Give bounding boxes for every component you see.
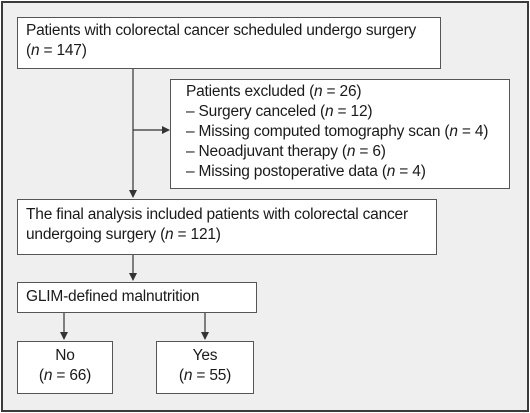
analysis-count: undergoing surgery (n = 121) (26, 226, 221, 243)
excluded-item: – Surgery canceled (n = 12) (186, 103, 373, 120)
no-malnutrition-box: No (n = 66) (17, 341, 113, 394)
enrolled-count: (n = 147) (26, 42, 87, 59)
excluded-title: Patients excluded (n = 26) (186, 83, 362, 100)
glim-malnutrition-box: GLIM-defined malnutrition (17, 282, 257, 313)
yes-label: Yes (192, 347, 218, 364)
no-label: No (55, 347, 75, 364)
no-count: (n = 66) (38, 367, 92, 384)
enrolled-title: Patients with colorectal cancer schedule… (26, 22, 417, 39)
excluded-item: – Neoadjuvant therapy (n = 6) (186, 143, 386, 160)
glim-label: GLIM-defined malnutrition (26, 288, 200, 305)
excluded-item: – Missing postoperative data (n = 4) (186, 163, 426, 180)
analysis-title: The final analysis included patients wit… (26, 206, 408, 223)
excluded-item: – Missing computed tomography scan (n = … (186, 123, 489, 140)
final-analysis-box: The final analysis included patients wit… (17, 199, 437, 255)
yes-count: (n = 55) (178, 367, 232, 384)
yes-malnutrition-box: Yes (n = 55) (156, 341, 254, 394)
enrolled-patients-box: Patients with colorectal cancer schedule… (17, 17, 441, 69)
excluded-patients-box: Patients excluded (n = 26) – Surgery can… (170, 79, 510, 189)
